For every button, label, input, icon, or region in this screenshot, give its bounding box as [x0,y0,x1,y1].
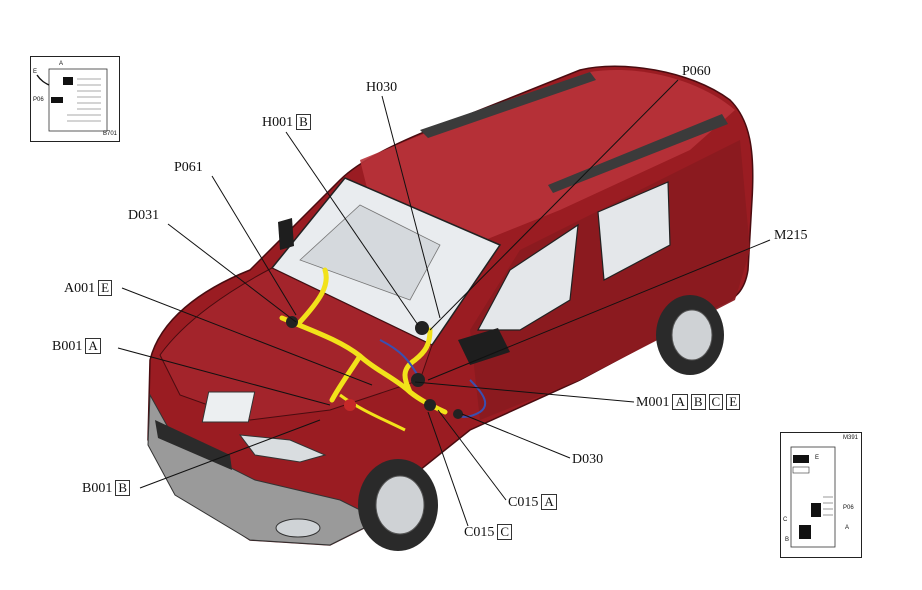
label-d030: D030 [572,452,604,467]
inset-bottom-mark-b: B [785,537,790,543]
label-h030: H030 [366,80,398,95]
front-door-window [477,223,579,331]
inset-bottom-code: M391 [843,435,859,441]
inset-bottom-mark-e: E [815,455,820,461]
label-p060: P060 [682,64,711,79]
tag-m001-1: A [672,394,688,410]
tag-m001-4: E [726,394,741,410]
inset-top-mark-a: A [59,61,64,67]
inset-fusebox-top: A E P06 B701 [30,56,120,142]
main-harness [279,267,448,415]
label-m215: M215 [774,228,808,243]
tag-c015-c: C [497,524,513,540]
tag-a001: E [98,280,113,296]
fusebox-top-drawing [36,68,108,132]
side-window [597,181,671,281]
van-side-panel [470,140,750,420]
tag-m001-2: B [690,394,706,410]
inset-top-mark-p06: P06 [33,97,44,103]
tag-b001-a: A [85,338,101,354]
inset-bottom-mark-p06: P06 [843,505,854,511]
label-d031: D031 [128,208,160,223]
tag-b001-b: B [115,480,131,496]
tag-c015-a: A [541,494,557,510]
tag-h001: B [296,114,311,130]
fusebox-bottom-drawing [790,446,836,548]
roof-rail-left [420,72,596,138]
roof-rail-right [548,114,728,193]
van-roof [360,69,735,250]
inset-fusebox-bottom: M391 E P06 C A B [780,432,862,558]
inset-bottom-mark-c: C [783,517,788,523]
inset-bottom-mark-a: A [845,525,850,531]
label-p061: P061 [174,160,203,175]
inset-top-mark-e: E [33,69,38,75]
leader-lines [117,79,771,527]
grille [155,420,232,470]
inset-top-code: B701 [103,131,118,137]
secondary-harness [339,393,406,432]
battery [201,391,256,423]
tag-m001-3: C [708,394,724,410]
door-mirror [458,328,510,365]
